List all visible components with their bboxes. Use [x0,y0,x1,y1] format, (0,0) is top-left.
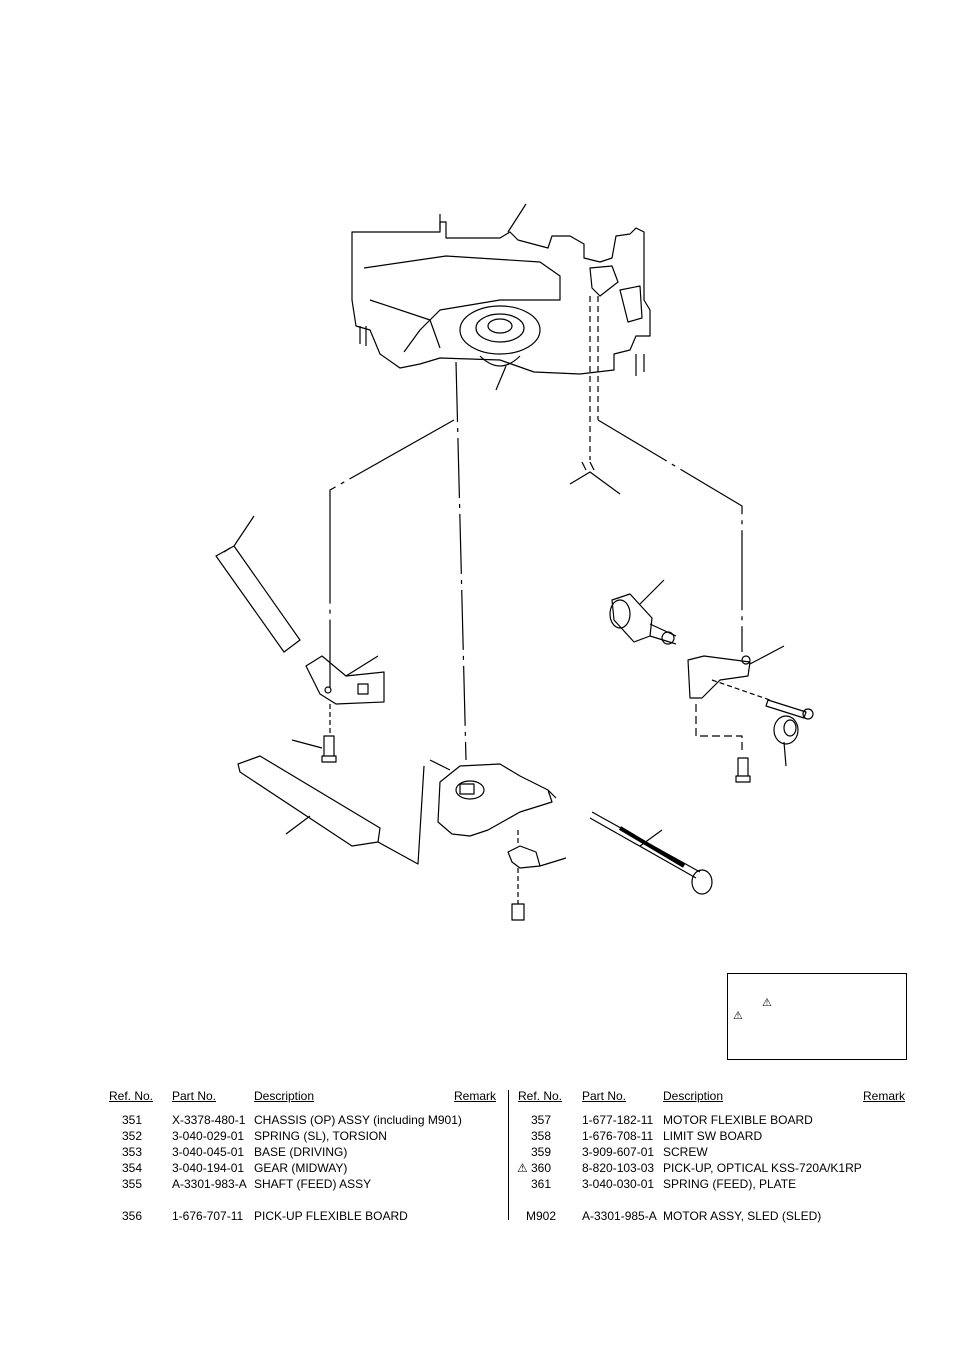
ref-no: 358 [531,1129,552,1143]
description: GEAR (MIDWAY) [254,1161,348,1175]
part-no: 8-820-103-03 [582,1161,655,1175]
turntable-inner [475,313,525,343]
description: PICK-UP FLEXIBLE BOARD [254,1209,408,1223]
warning-icon: ⚠ [762,997,772,1009]
chassis-window-2 [619,285,643,323]
gear-353 [773,715,799,745]
part-no: 3-040-045-01 [172,1145,245,1159]
ref-no: 353 [122,1145,143,1159]
description: CHASSIS (OP) ASSY (including M901) [254,1113,462,1127]
chassis-window [589,265,619,297]
leader-361 [539,857,567,867]
ref-no: 356 [122,1209,143,1223]
part-no: 3-909-607-01 [582,1145,655,1159]
ref-no: 355 [122,1177,143,1191]
exploded-view-diagram [215,203,814,921]
ref-no: 352 [122,1129,143,1143]
safety-notice-box: ⚠ ⚠ [727,973,907,1060]
col-header-desc: Description [663,1089,724,1103]
screw-359 [765,699,807,719]
part-no: A-3301-985-A [582,1209,657,1223]
warning-icon: ⚠ [733,1010,743,1022]
col-header-ref: Ref. No. [109,1089,154,1103]
leader-354 [495,365,507,391]
col-header-part: Part No. [582,1089,627,1103]
ref-no: M902 [526,1209,557,1223]
ref-no: 361 [531,1177,552,1191]
description: LIMIT SW BOARD [663,1129,763,1143]
motor-sled-902 [611,593,653,643]
ref-no: 359 [531,1145,552,1159]
leader-355 [639,829,663,847]
leader-motor [639,579,665,605]
chassis-inner-rail [363,255,561,353]
motor-bracket [687,655,751,699]
chassis-slot [369,299,441,349]
col-header-remark: Remark [863,1089,906,1103]
motor-flex-357 [237,755,381,847]
ref-no: 357 [531,1113,552,1127]
part-no: X-3378-480-1 [172,1113,246,1127]
col-header-desc: Description [254,1089,315,1103]
description: SCREW [663,1145,708,1159]
flex-board-356 [215,545,301,653]
table-divider [508,1090,509,1220]
leader-358 [345,655,379,677]
spring-plate-361 [507,845,541,869]
leader-357 [285,815,311,835]
turntable-outer [459,305,541,355]
description: SPRING (SL), TORSION [254,1129,387,1143]
warning-icon: ⚠ [517,1161,528,1175]
part-no: 1-677-182-11 [582,1113,654,1127]
part-no: 1-676-707-11 [172,1209,244,1223]
part-no: A-3301-983-A [172,1177,247,1191]
pickup-360 [437,763,553,837]
guide-left [329,419,455,688]
spring-352 [569,461,621,495]
ref-no: 360 [531,1161,552,1175]
part-no: 3-040-194-01 [172,1161,245,1175]
ref-no: 351 [122,1113,143,1127]
guide-right [597,419,743,652]
screw-right [735,757,751,783]
description: SHAFT (FEED) ASSY [254,1177,372,1191]
col-header-part: Part No. [172,1089,217,1103]
guide-center [455,361,467,761]
screw-bottom [511,903,525,921]
chassis-outline [351,221,651,375]
limit-sw-board-358 [305,655,385,705]
description: BASE (DRIVING) [254,1145,348,1159]
description: SPRING (FEED), PLATE [663,1177,797,1191]
description: PICK-UP, OPTICAL KSS-720A/K1RP [663,1161,862,1175]
leader-356 [233,515,255,547]
part-no: 1-676-708-11 [582,1129,654,1143]
col-header-remark: Remark [454,1089,497,1103]
leader-screw-left [291,739,323,749]
description: MOTOR FLEXIBLE BOARD [663,1113,813,1127]
motor-below [479,355,521,367]
leader-351 [507,203,527,233]
leader-gear [783,741,787,767]
description: MOTOR ASSY, SLED (SLED) [663,1209,822,1223]
leader-bracket [749,645,785,665]
turntable-hub [487,318,513,334]
ref-no: 354 [122,1161,143,1175]
part-no: 3-040-030-01 [582,1177,655,1191]
col-header-ref: Ref. No. [518,1089,563,1103]
part-no: 3-040-029-01 [172,1129,245,1143]
screw-left [321,735,337,763]
leader-360 [429,759,451,771]
